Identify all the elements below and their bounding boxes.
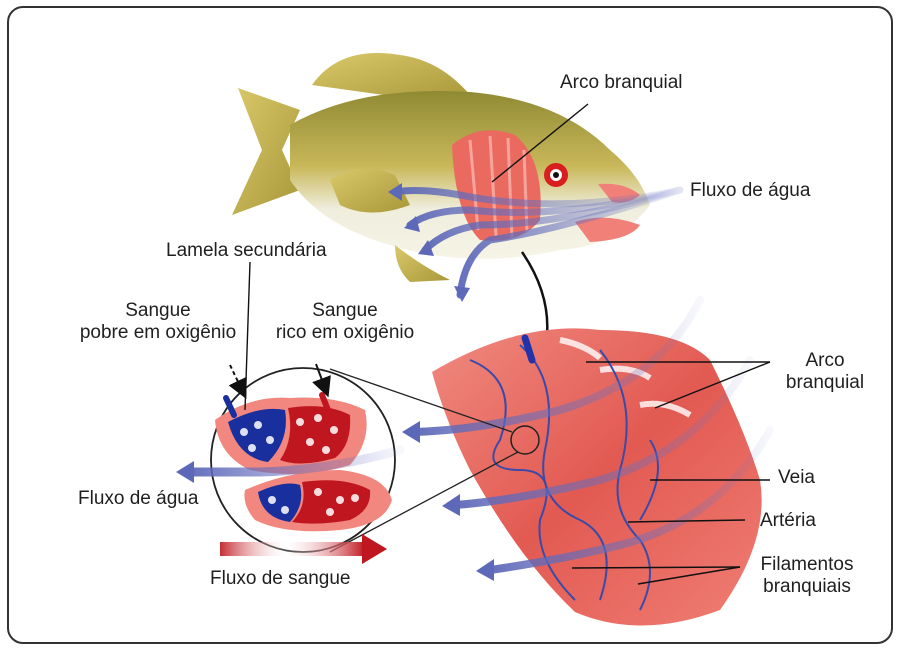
label-sangue-pobre-line2: pobre em oxigênio xyxy=(78,322,238,344)
blood-flow-arrowhead xyxy=(362,534,387,564)
label-fluxo-agua-left: Fluxo de água xyxy=(78,488,198,510)
label-arco-branquial-right-line1: Arco xyxy=(770,350,880,372)
label-fluxo-sangue: Fluxo de sangue xyxy=(210,568,351,590)
blood-flow-arrow xyxy=(220,542,365,556)
label-arteria: Artéria xyxy=(760,510,816,532)
label-lamela-secundaria: Lamela secundária xyxy=(166,240,327,262)
label-filamentos-line2: branquiais xyxy=(742,576,872,598)
label-arco-branquial-top: Arco branquial xyxy=(560,72,683,94)
label-sangue-pobre: Sangue pobre em oxigênio xyxy=(78,300,238,344)
label-sangue-rico: Sangue rico em oxigênio xyxy=(255,300,435,344)
label-filamentos-line1: Filamentos xyxy=(742,554,872,576)
label-veia: Veia xyxy=(778,467,815,489)
label-sangue-rico-line2: rico em oxigênio xyxy=(255,322,435,344)
label-sangue-pobre-line1: Sangue xyxy=(78,300,238,322)
label-arco-branquial-right: Arco branquial xyxy=(770,350,880,394)
label-arco-branquial-right-line2: branquial xyxy=(770,372,880,394)
label-filamentos-branquiais: Filamentos branquiais xyxy=(742,554,872,598)
label-sangue-rico-line1: Sangue xyxy=(255,300,435,322)
label-fluxo-agua-top: Fluxo de água xyxy=(690,180,810,202)
lamella-water-arrowhead xyxy=(176,461,194,483)
